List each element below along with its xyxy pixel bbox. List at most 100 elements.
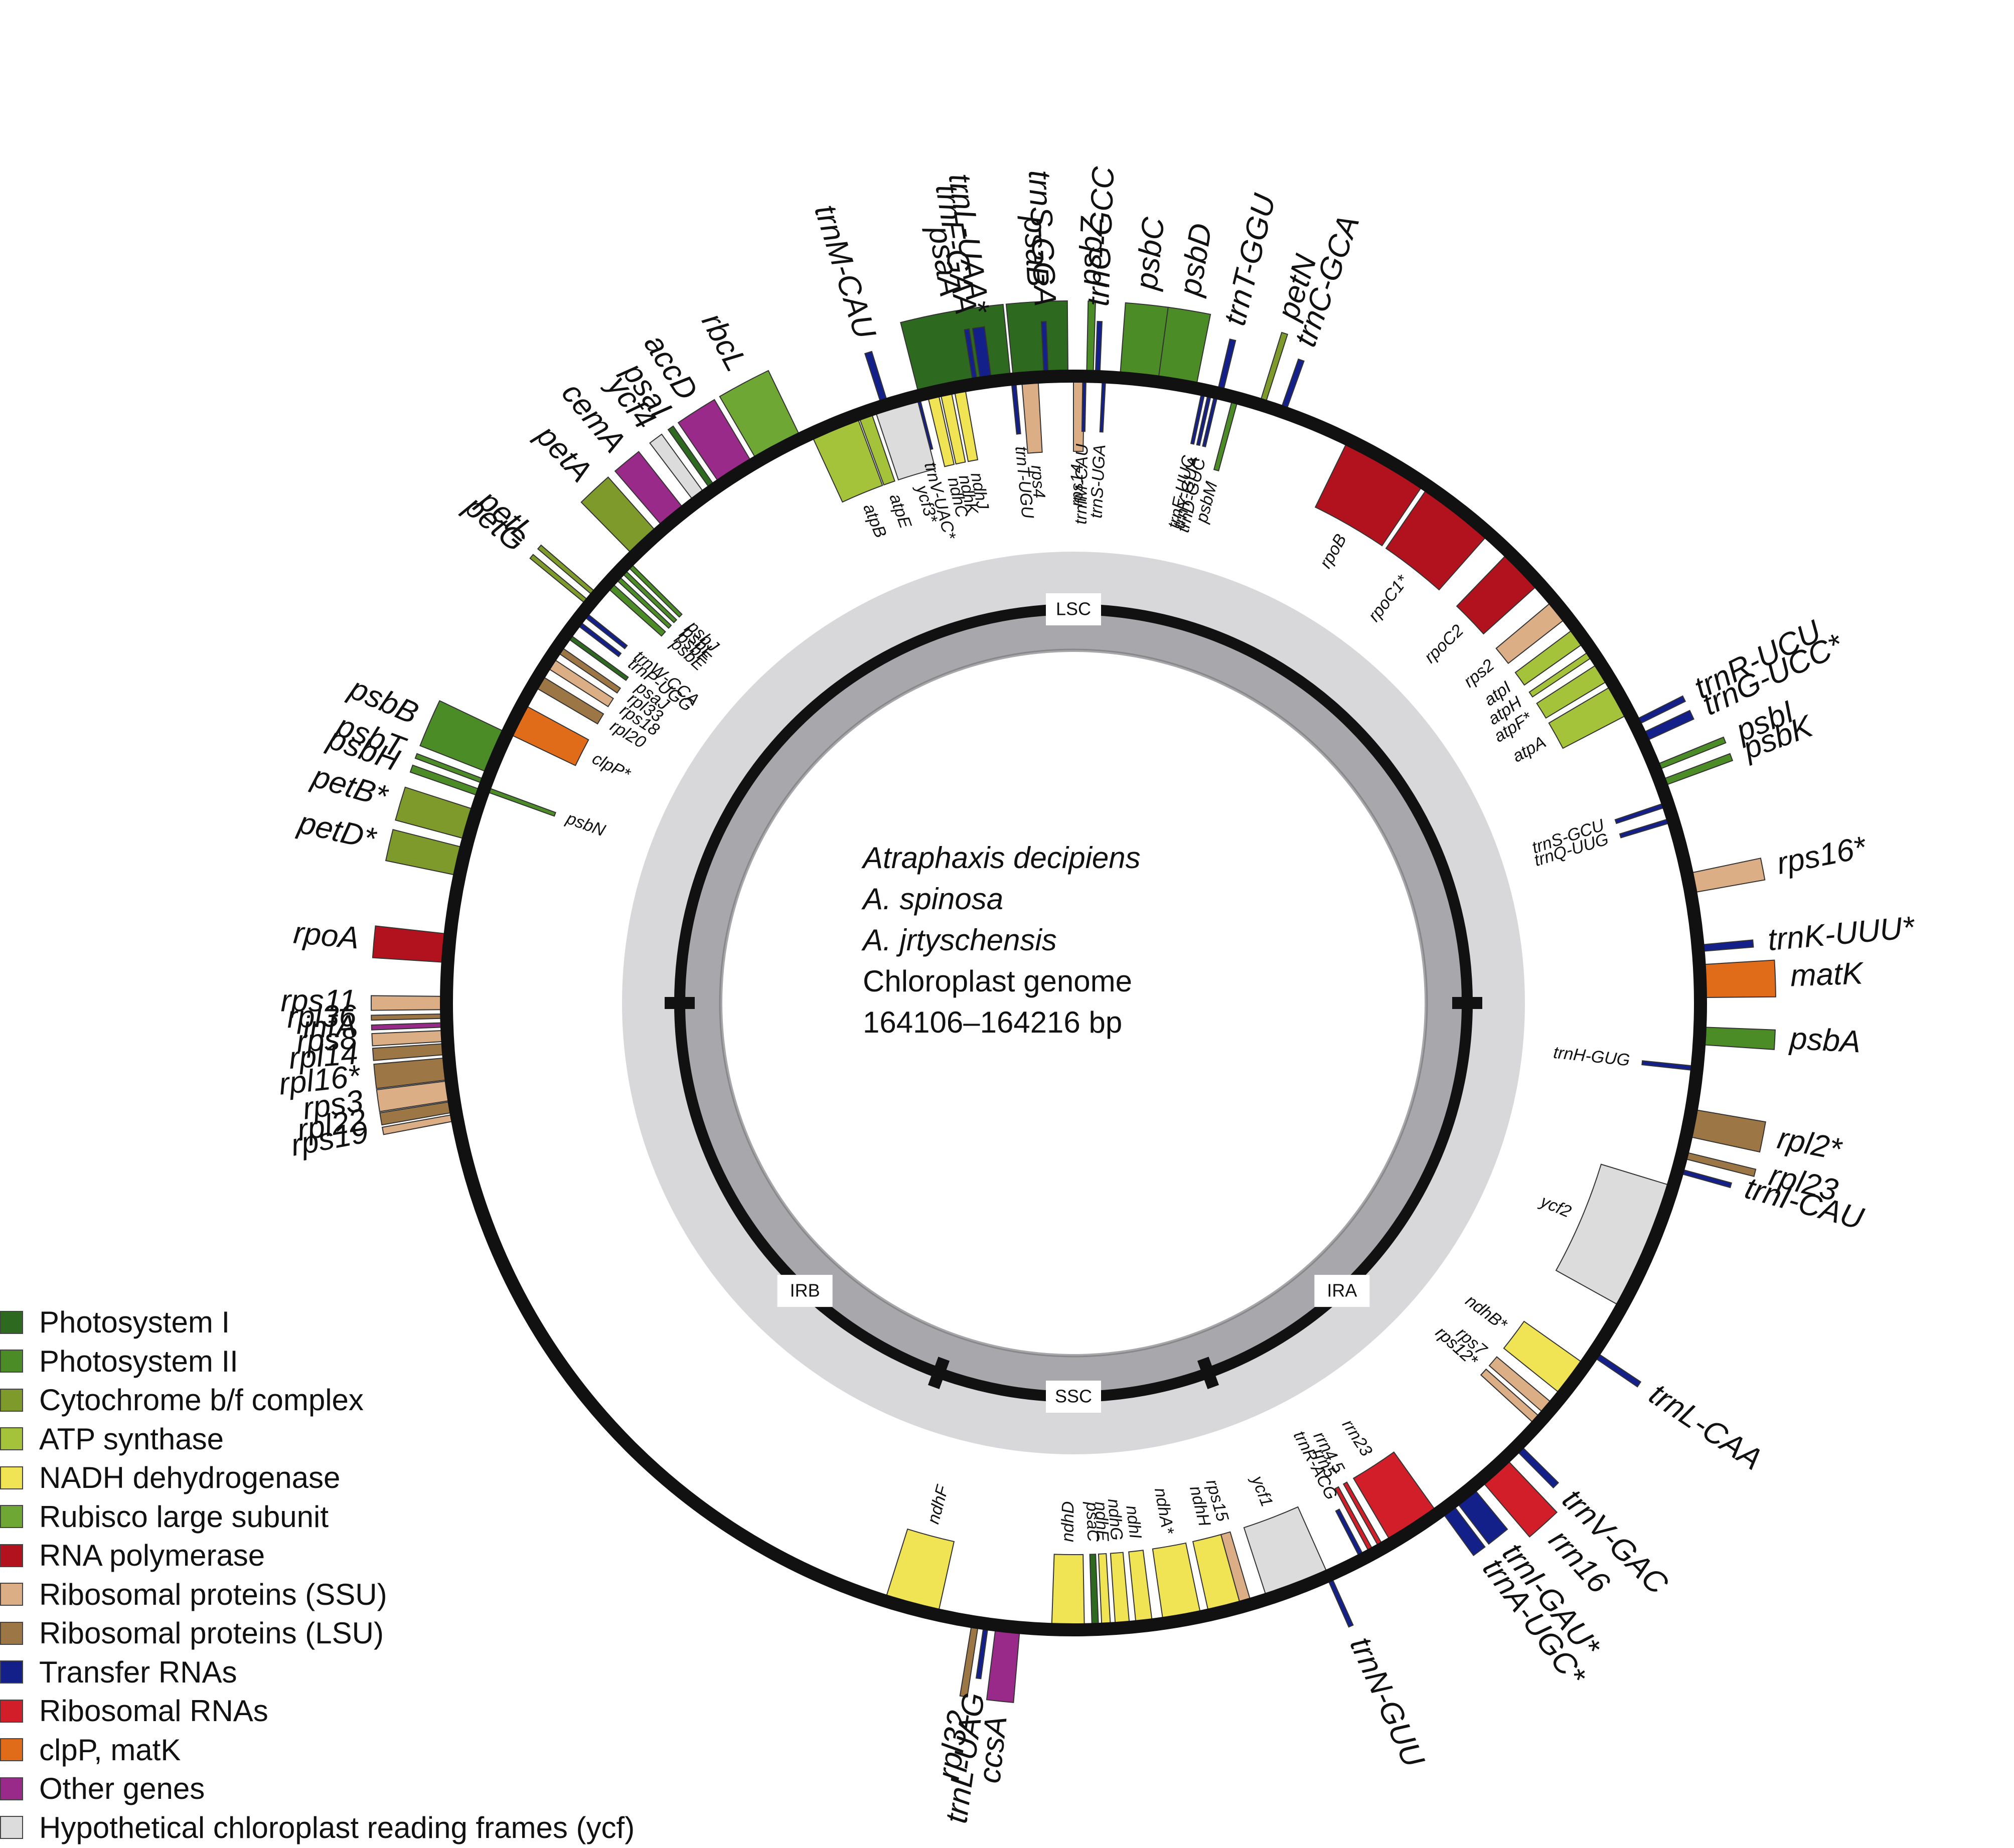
legend-item: Rubisco large subunit [0,1497,635,1537]
gene-trng-gcc [1095,320,1103,378]
gene-label: psbZ [1073,216,1110,288]
gene-label: ccsA [972,1714,1014,1785]
legend-swatch [0,1544,23,1567]
gene-psac [1089,1554,1100,1630]
region-box [1314,1275,1370,1307]
gene-label: ndhD [1058,1501,1078,1542]
gene-rps11 [371,995,447,1011]
region-box [1046,1381,1101,1413]
gene-label: ndhI [1122,1504,1145,1540]
gene-label: rps16* [1774,830,1870,881]
gene-label: rps8 [295,1021,358,1059]
genome-size: 164106–164216 bp [863,1005,1123,1039]
legend-swatch [0,1777,23,1800]
gene-rpl36 [371,1013,447,1021]
gene-trnl-uag [975,1623,989,1679]
genome-title: Chloroplast genome [863,964,1132,998]
gene-label: rpoC1* [1364,571,1413,625]
legend-swatch [0,1466,23,1489]
gene-label: rrn23 [1338,1416,1376,1460]
genome-ring [440,370,1707,1636]
region-boundary-tick [1197,1357,1219,1389]
gene-label: trnM-CAU [808,201,882,344]
legend-item: Ribosomal proteins (LSU) [0,1614,635,1653]
genome-info: Atraphaxis decipiens A. spinosa A. jrtys… [863,837,1364,1043]
gc-midline [719,648,1428,1358]
legend-label: Ribosomal RNAs [39,1694,268,1728]
gene-psbn [483,786,556,817]
gene-trns-uga [1099,376,1107,433]
legend-item: Ribosomal proteins (SSU) [0,1575,635,1614]
gene-label: trnH-GUG [1553,1043,1631,1070]
region-boundary-tick [927,1357,950,1389]
gc-inner-blank [722,652,1425,1354]
legend-label: clpP, matK [39,1733,181,1767]
gene-psbm [1213,396,1240,471]
gene-rpl14 [372,1043,449,1061]
gene-label: infA [302,1009,357,1045]
gene-label: trnG-GCC [1081,165,1121,307]
legend-swatch [0,1738,23,1762]
gene-label: ycf1 [1247,1472,1277,1509]
gene-label: rps14 [1067,464,1087,507]
gene-ndhi [1128,1550,1153,1627]
region-box [1046,593,1101,625]
gene-label: psaC [1082,1501,1103,1542]
legend-label: Rubisco large subunit [39,1499,329,1534]
legend-label: Ribosomal proteins (SSU) [39,1577,387,1611]
legend-swatch [0,1699,23,1723]
gene-label: trnfM-CAU [1071,443,1092,525]
gene-label: psbC [1129,215,1171,292]
gene-label: atpB [859,501,890,541]
gene-label: psbA [1788,1021,1862,1059]
legend-swatch [0,1816,23,1839]
legend-label: Hypothetical chloroplast reading frames … [39,1810,635,1844]
legend-label: Photosystem I [39,1305,230,1339]
legend-label: ATP synthase [39,1422,224,1456]
gene-label: rps4 [1027,464,1049,499]
gene-psbl [618,567,678,623]
legend-item: NADH dehydrogenase [0,1458,635,1497]
legend-label: Photosystem II [39,1344,238,1378]
gene-label: psbD [1173,221,1219,299]
legend-item: Transfer RNAs [0,1653,635,1692]
gene-ndha [1152,1542,1202,1624]
gene-trnm-cau [864,351,889,407]
gene-label: rpoA [292,915,360,955]
gene-ccsa [986,1624,1021,1703]
legend-item: RNA polymerase [0,1536,635,1575]
gene-label: rpl36 [287,998,357,1035]
species-name: A. jrtyschensis [863,923,1057,957]
legend-swatch [0,1310,23,1334]
region-label: SSC [1055,1386,1092,1407]
gene-rpoa [372,925,451,963]
gene-label: ndhE [1091,1501,1112,1542]
legend-swatch [0,1350,23,1373]
gene-trnt-ggu [1216,339,1236,395]
gene-trnh-gug [1641,1060,1698,1072]
gene-trnt-ugu [1010,378,1021,435]
region-box [777,1275,833,1307]
gene-label: ndhF [923,1482,952,1526]
region-label: LSC [1056,599,1091,619]
legend-item: Photosystem II [0,1342,635,1381]
legend-item: Other genes [0,1769,635,1808]
gene-label: rpoC2 [1421,621,1467,667]
gene-trnc-gca [1279,358,1305,414]
legend-swatch [0,1621,23,1645]
region-label: IRB [790,1280,820,1301]
gene-label: ndhG [1104,1498,1126,1541]
gene-trni-cau [1676,1167,1733,1189]
legend-item: Photosystem I [0,1303,635,1342]
legend-label: Ribosomal proteins (LSU) [39,1616,384,1650]
legend-item: Hypothetical chloroplast reading frames … [0,1808,635,1847]
gene-matk [1698,959,1776,998]
gene-trnq-uug [1619,817,1674,838]
legend-swatch [0,1388,23,1412]
gene-label: rpl16* [277,1059,363,1102]
gene-rpl2 [1685,1108,1766,1153]
gene-label: trnK-UUU* [1766,910,1917,957]
gene-rps8 [371,1030,448,1047]
